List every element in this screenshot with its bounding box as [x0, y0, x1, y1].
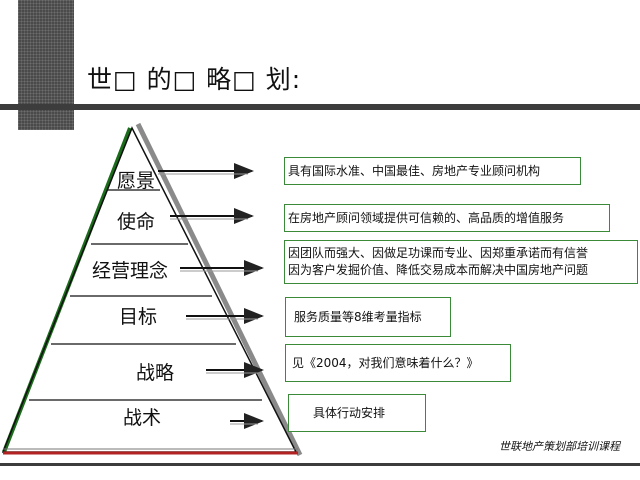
description-box-vision: 具有国际水准、中国最佳、房地产专业顾问机构 — [284, 157, 581, 185]
title-divider — [0, 104, 640, 110]
description-text: 在房地产顾问领域提供可信赖的、高品质的增值服务 — [288, 210, 565, 225]
description-text: 因团队而强大、因做足功课而专业、因郑重承诺而有信誉 — [288, 246, 589, 260]
description-text: 具体行动安排 — [313, 405, 386, 420]
level-label-philosophy: 经营理念 — [92, 260, 169, 282]
description-box-strategy: 见《2004，对我们意味着什么？》 — [285, 344, 511, 382]
level-label-vision: 愿景 — [117, 170, 156, 192]
description-box-philosophy: 因团队而强大、因做足功课而专业、因郑重承诺而有信誉 因为客户发掘价值、降低交易成… — [284, 240, 638, 284]
level-label-strategy: 战略 — [136, 362, 175, 384]
level-label-mission: 使命 — [117, 211, 156, 233]
level-label-tactics: 战术 — [123, 407, 162, 429]
description-text: 因为客户发掘价值、降低交易成本而解决中国房地产问题 — [288, 263, 589, 277]
description-text: 具有国际水准、中国最佳、房地产专业顾问机构 — [288, 163, 541, 178]
footer-caption: 世联地产策划部培训课程 — [499, 440, 620, 453]
level-label-goal: 目标 — [119, 306, 158, 328]
pyramid-right-edge — [135, 122, 303, 457]
description-box-goal: 服务质量等8维考量指标 — [285, 297, 451, 337]
description-box-tactics: 具体行动安排 — [288, 394, 426, 432]
page-title: 世□ 的□ 略□ 划: — [87, 65, 302, 94]
description-text: 见《2004，对我们意味着什么？》 — [292, 355, 479, 370]
description-box-mission: 在房地产顾问领域提供可信赖的、高品质的增值服务 — [284, 204, 610, 232]
footer-divider — [0, 463, 640, 466]
description-text: 服务质量等8维考量指标 — [294, 309, 422, 324]
